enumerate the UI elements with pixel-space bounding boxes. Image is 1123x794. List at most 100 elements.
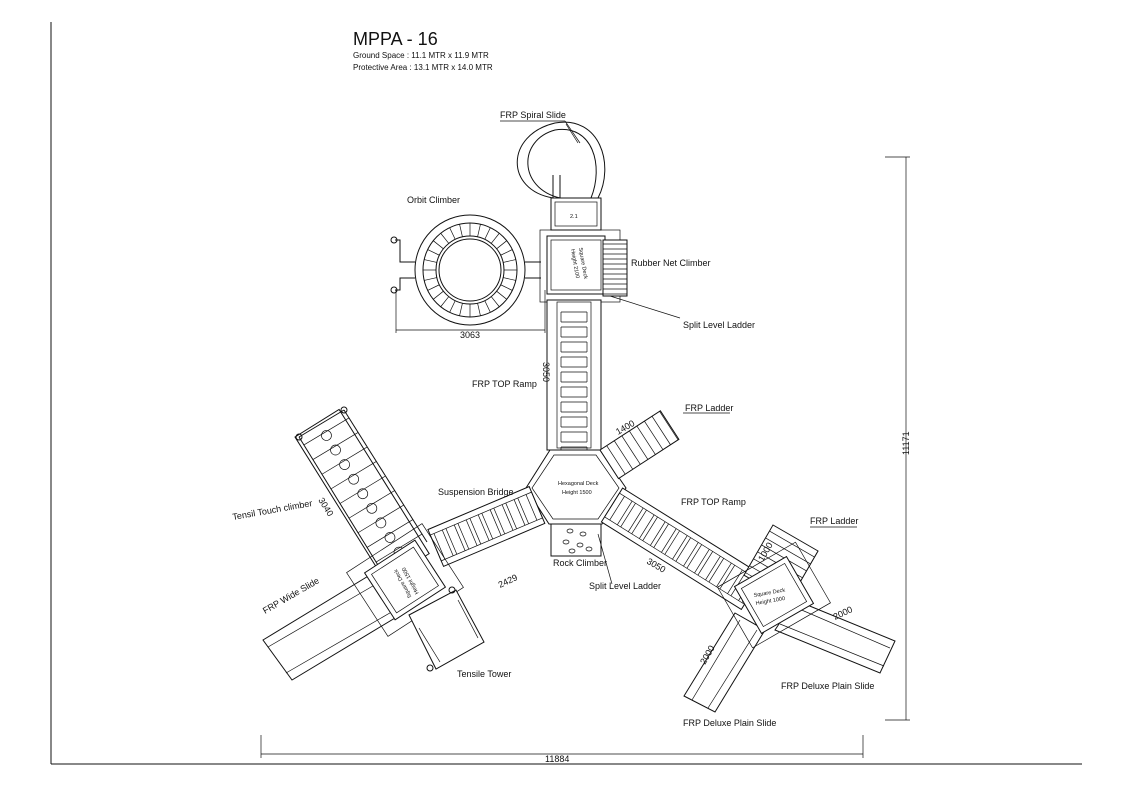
climber-hold [375, 517, 387, 529]
drawing-line [621, 435, 641, 465]
drawing-line [517, 497, 529, 524]
dim-top-ramp: 3050 [541, 362, 551, 382]
drawing-line [339, 475, 386, 504]
drawing-line [449, 300, 456, 313]
drawing-line [659, 411, 679, 441]
drawing-line [664, 530, 680, 555]
drawing-line [427, 284, 440, 291]
drawing-line [636, 425, 656, 455]
drawing-line [639, 514, 655, 539]
drawing-line [708, 558, 725, 583]
label-split-level-ladder-top: Split Level Ladder [683, 320, 755, 330]
drawing-line [433, 533, 446, 560]
drawing-line [453, 524, 466, 551]
climber-hold [339, 459, 350, 470]
drawing-line [683, 542, 699, 567]
label-frp-spiral-slide: FRP Spiral Slide [500, 110, 566, 120]
left-deck-assembly: Square Deck Height 1500 [262, 523, 485, 681]
drawing-line [719, 565, 736, 590]
drawing-line [672, 535, 688, 560]
hex-deck-line1: Hexagonal Deck [558, 481, 599, 487]
frp-top-ramp-vertical: 3050 [541, 299, 602, 458]
drawing-line [440, 233, 450, 244]
drawing-line [697, 551, 714, 576]
drawing-line [440, 296, 450, 307]
drawing-line [489, 509, 502, 536]
ground-space-text: Ground Space : 11.1 MTR x 11.9 MTR [353, 51, 489, 60]
label-frp-ladder-lower: FRP Ladder [810, 516, 858, 526]
drawing-line [617, 500, 633, 526]
drawing-line [424, 277, 437, 281]
sheet-border [50, 22, 1082, 765]
dim-overall-width: 11884 [545, 754, 569, 764]
drawing-line [449, 227, 456, 240]
square-deck-line1: Square Deck [753, 587, 786, 598]
drawing-line [500, 249, 513, 256]
label-rubber-net-climber: Rubber Net Climber [631, 258, 711, 268]
drawing-line [321, 446, 368, 475]
label-suspension-bridge: Suspension Bridge [438, 487, 514, 497]
drawing-line [644, 420, 664, 450]
drawing-line [505, 502, 518, 529]
hex-deck-line2: Height 1500 [562, 490, 592, 496]
drawing-line [609, 496, 625, 521]
label-frp-deluxe-plain-slide-2: FRP Deluxe Plain Slide [683, 718, 776, 728]
climber-hold [348, 473, 360, 485]
drawing-line [469, 518, 482, 545]
climber-hold [384, 532, 396, 543]
label-frp-top-ramp-left: FRP TOP Ramp [472, 379, 537, 389]
drawing-line [606, 445, 626, 475]
suspension-bridge: 2429 [427, 485, 546, 590]
drawing-line [481, 513, 494, 540]
overall-dimensions: 11171 11884 [260, 156, 911, 764]
drawing-line [628, 507, 644, 532]
component-labels: FRP Spiral Slide Orbit Climber Rubber Ne… [232, 110, 875, 728]
drawing-line [629, 430, 649, 460]
leader-lines [500, 120, 857, 585]
dim-orbit-width: 3063 [460, 330, 480, 340]
drawing-line [525, 494, 538, 521]
drawing-line [631, 509, 647, 535]
net-climber-lines [603, 243, 627, 295]
drawing-line [653, 523, 669, 548]
drawing-line [496, 290, 507, 300]
drawing-line [427, 249, 440, 256]
drawing-line [490, 296, 500, 307]
orbit-climber: 3063 [390, 214, 546, 340]
drawing-line [716, 562, 732, 588]
drawing-line [445, 528, 458, 555]
label-frp-deluxe-plain-slide-1: FRP Deluxe Plain Slide [781, 681, 874, 691]
drawing-line [375, 533, 423, 563]
drawing-line [424, 259, 437, 263]
spiral-deck-label: 2.1 [570, 214, 578, 220]
drawing-line [303, 417, 350, 446]
drawing-line [686, 544, 702, 569]
label-orbit-climber: Orbit Climber [407, 195, 460, 205]
drawing-line [459, 224, 463, 237]
label-split-level-ladder-bottom: Split Level Ladder [589, 581, 661, 591]
tensil-climber-rungs [303, 417, 423, 563]
drawing-line [477, 303, 481, 316]
drawing-line [500, 284, 513, 291]
drawing-line [357, 504, 404, 534]
drawing-line [661, 528, 677, 553]
square-deck-line2: Height 1000 [755, 596, 785, 607]
orbit-spokes [423, 223, 517, 317]
drawing-line [477, 514, 490, 541]
label-frp-wide-slide: FRP Wide Slide [261, 575, 321, 615]
drawing-line [490, 233, 500, 244]
climber-hold [366, 502, 378, 514]
label-frp-top-ramp-right: FRP TOP Ramp [681, 497, 746, 507]
climber-hold [321, 430, 332, 441]
right-deck-assembly: 1000 2000 2000 Square Deck Height 1000 [683, 524, 896, 713]
drawing-line [503, 259, 516, 263]
drawing-line [620, 503, 636, 528]
climber-hold [330, 444, 341, 456]
drawing-line [348, 490, 395, 519]
drawing-line [465, 519, 478, 546]
drawing-line [642, 516, 658, 541]
frp-spiral-slide: 2.1 [516, 121, 606, 231]
protective-area-text: Protective Area : 13.1 MTR x 14.0 MTR [353, 63, 493, 72]
drawing-line [651, 416, 671, 445]
